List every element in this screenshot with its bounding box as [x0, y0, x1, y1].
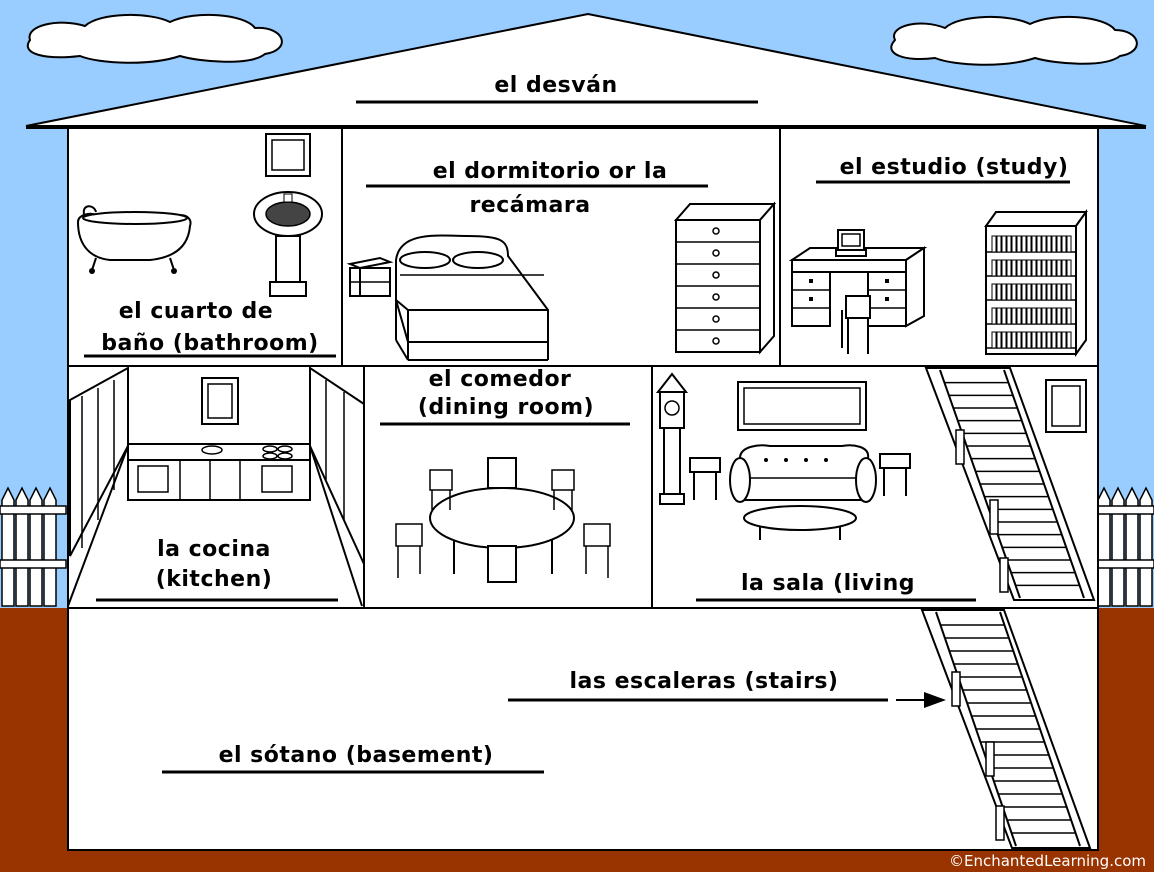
mirror-bathroom-icon [265, 133, 311, 177]
stairs-upper-icon [924, 367, 1096, 601]
sofa-icon [729, 444, 877, 503]
bedroom-label-line2: recámara [469, 193, 590, 218]
cloud-left [26, 13, 283, 64]
living-chairs-icon [689, 453, 911, 500]
kitchen-scene-icon [67, 366, 365, 607]
dining-table-icon [395, 457, 611, 583]
mirror-living-icon [1045, 379, 1087, 433]
bathtub-icon [76, 205, 192, 274]
coffee-table-icon [743, 505, 857, 540]
painting-icon [737, 381, 867, 431]
kitchen-label-line2: (kitchen) [156, 567, 273, 592]
bathroom-label-line1: el cuarto de [119, 299, 273, 324]
attic-label: el desván [494, 73, 617, 98]
stairs-lower-icon [920, 609, 1092, 849]
dining-label-line1: el comedor [429, 367, 572, 392]
bedroom-label-line1: el dormitorio or la [433, 159, 668, 184]
study-label: el estudio (study) [840, 155, 1069, 180]
bathroom-label-line2: baño (bathroom) [101, 331, 318, 356]
roof [25, 12, 1147, 127]
cloud-right [890, 15, 1138, 66]
fence-right [1097, 486, 1154, 607]
fence-left [0, 486, 67, 607]
credit-text: ©EnchantedLearning.com [949, 852, 1146, 870]
nightstand-icon [346, 256, 394, 297]
basement-label: el sótano (basement) [219, 743, 494, 768]
living-label: la sala (living [741, 571, 915, 596]
dresser-icon [673, 201, 777, 355]
desk-icon [788, 229, 928, 354]
bed-icon [395, 234, 549, 361]
sink-icon [253, 191, 323, 297]
dining-label-line2: (dining room) [418, 395, 594, 420]
arrow-right-icon [896, 692, 946, 708]
kitchen-label-line1: la cocina [157, 537, 271, 562]
grandfather-clock-icon [655, 372, 689, 505]
stairs-label: las escaleras (stairs) [569, 669, 838, 694]
bookshelf-icon [984, 208, 1088, 358]
